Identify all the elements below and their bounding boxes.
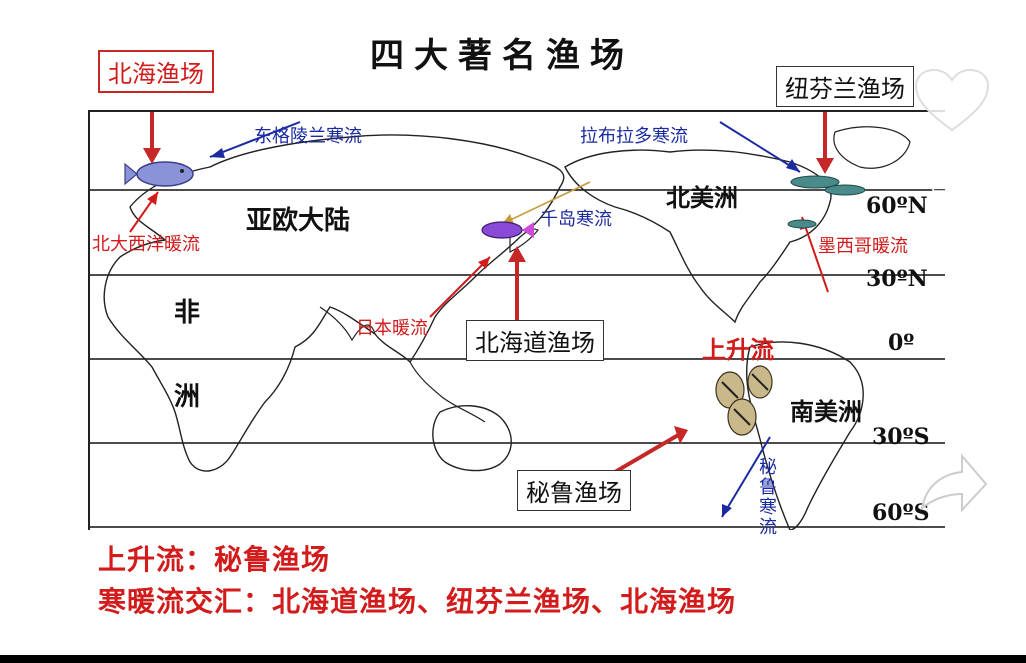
- gulf-stream-label: 墨西哥暖流: [818, 236, 908, 257]
- north-sea-fishery-label: 北海渔场: [98, 50, 214, 93]
- heart-icon: [914, 68, 990, 132]
- latitude-60s-label: 60ºS: [872, 500, 930, 526]
- australia-outline: [432, 404, 512, 472]
- east-greenland-current-arrow: [209, 121, 301, 158]
- eurasia-africa-outline: [103, 134, 565, 472]
- map-drawing: [90, 112, 945, 530]
- japan-current-label: 日本暖流: [356, 318, 428, 339]
- like-button[interactable]: [914, 68, 990, 138]
- share-icon: [920, 453, 988, 513]
- upwelling-label: 上升流: [702, 336, 774, 364]
- peru-fishery-label: 秘鲁渔场: [517, 470, 631, 511]
- north-sea-fish-icon: [124, 161, 194, 187]
- africa-label-2: 洲: [174, 382, 201, 412]
- africa-label-1: 非: [174, 298, 201, 328]
- hokkaido-fish-icon: [481, 221, 534, 239]
- labrador-current-label: 拉布拉多寒流: [580, 126, 688, 147]
- latitude-30s-label: 30ºS: [872, 424, 930, 450]
- latitude-30n-label: 30ºN: [866, 266, 928, 292]
- south-america-outline: [746, 341, 864, 530]
- gulf-stream-arrow: [801, 216, 829, 293]
- newfoundland-fishery-label: 纽芬兰渔场: [776, 66, 914, 107]
- peru-current-label: 秘鲁寒流: [759, 457, 777, 538]
- north-america-label: 北美洲: [666, 184, 738, 212]
- kuril-current-arrow: [501, 181, 591, 225]
- bottom-bar: [0, 655, 1026, 663]
- download-label[interactable]: 下载: [928, 358, 976, 386]
- hokkaido-fishery-label: 北海道渔场: [466, 320, 604, 361]
- north-atlantic-current-label: 北大西洋暖流: [92, 234, 200, 255]
- labrador-current-arrow: [719, 121, 801, 173]
- peru-current-arrow: [721, 436, 771, 518]
- eurasia-label: 亚欧大陆: [246, 206, 351, 236]
- kuril-current-label: 千岛寒流: [540, 209, 612, 230]
- summary-line-upwelling: 上升流：秘鲁渔场: [98, 543, 331, 576]
- latitude-60n-label: 60ºN: [866, 193, 928, 219]
- share-label[interactable]: 分享: [928, 551, 976, 579]
- peru-fish-icon: [715, 365, 773, 436]
- share-button[interactable]: [916, 448, 988, 532]
- peru-pointer: [613, 432, 682, 474]
- south-america-label: 南美洲: [790, 398, 862, 426]
- latitude-0-label: 0º: [888, 330, 915, 356]
- download-button[interactable]: [918, 255, 988, 339]
- summary-line-convergence: 寒暖流交汇：北海道渔场、纽芬兰渔场、北海渔场: [98, 585, 737, 618]
- newfoundland-fish-icon: [787, 175, 866, 229]
- north-america-outline: [564, 149, 832, 324]
- like-label[interactable]: 喜欢: [928, 168, 976, 196]
- download-icon: [922, 257, 984, 333]
- map-title: 四大著名渔场: [370, 36, 634, 76]
- japan-current-arrow: [429, 256, 491, 318]
- east-greenland-current-label: 东格陵兰寒流: [254, 126, 362, 147]
